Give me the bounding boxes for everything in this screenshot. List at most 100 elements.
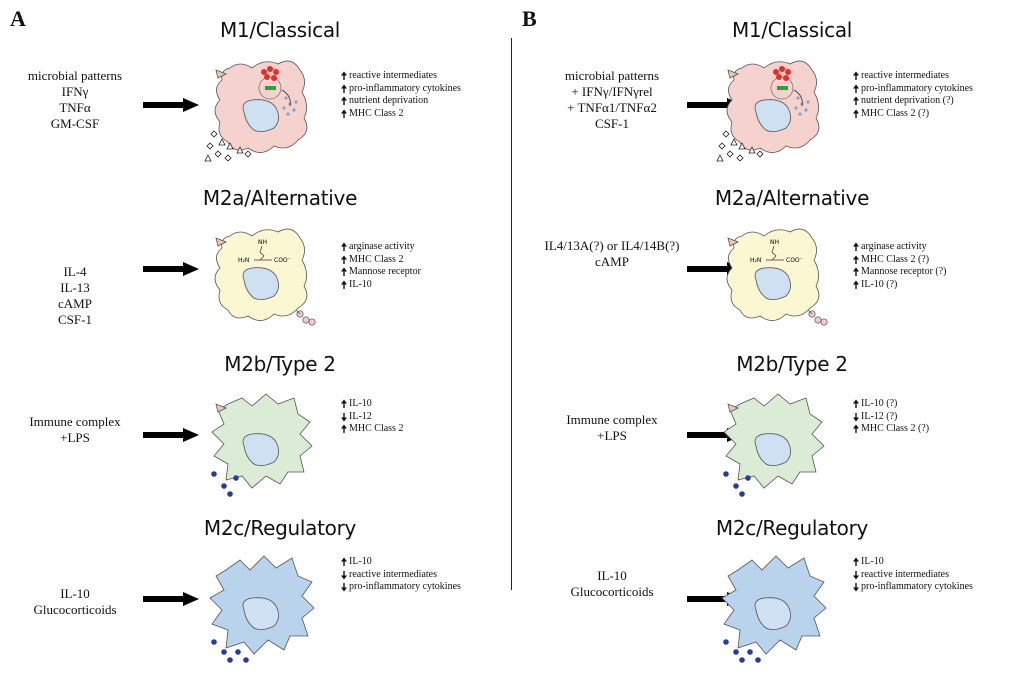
effect-label: MHC Class 2 (?) — [861, 253, 930, 265]
mannose-receptor-icon — [820, 318, 828, 326]
effect-label: IL-12 — [349, 410, 372, 422]
immune-complex-dot-icon — [739, 491, 745, 497]
molecule-coo-label: COO⁻ — [274, 257, 291, 264]
stimulus-label: cAMP — [58, 296, 92, 311]
effect-label: reactive intermediates — [349, 70, 438, 81]
stimulus-arrow — [143, 262, 199, 276]
immune-complex-dot-icon — [235, 649, 241, 655]
up-arrow-icon — [341, 71, 347, 81]
effect-item: MHC Class 2 (?) — [852, 108, 973, 121]
down-arrow-icon — [341, 583, 347, 592]
stimulus-label: GM-CSF — [50, 116, 100, 131]
effect-label: IL-10 (?) — [861, 278, 898, 290]
effect-item: IL-10 — [852, 556, 973, 569]
immune-complex-dot-icon — [227, 491, 233, 497]
stimulus-label: IL-4 — [63, 264, 87, 279]
pathogen-debris-icon — [226, 142, 234, 150]
effect-label: Mannose receptor — [349, 266, 421, 277]
effect-label: IL-10 — [861, 556, 884, 567]
panel-divider — [511, 38, 512, 590]
stimulus-label: IFNγ — [61, 84, 89, 99]
effect-label: nutrient deprivation — [349, 95, 429, 106]
section-title: M1/Classical — [731, 18, 853, 42]
effect-item: MHC Class 2 (?) — [852, 423, 929, 436]
red-dot-icon — [271, 75, 277, 81]
effect-item: IL-10 — [340, 279, 421, 292]
mannose-receptor-icon — [308, 318, 316, 326]
vesicle-icon — [292, 108, 296, 112]
effect-label: nutrient deprivation (?) — [861, 95, 954, 106]
effect-item: pro-inflammatory cytokines — [340, 581, 461, 594]
effect-item: IL-10 — [340, 398, 403, 411]
effect-label: reactive intermediates — [861, 70, 950, 81]
down-arrow-icon — [853, 570, 859, 580]
vesicle-icon — [796, 96, 800, 100]
stimuli-list: IL4/13A(?) or IL4/14B(?)cAMP — [512, 238, 712, 270]
green-bar-icon — [265, 86, 276, 90]
stimulus-label: IL-13 — [60, 280, 90, 295]
vesicle-icon — [294, 100, 298, 104]
panel-letter: A — [10, 6, 26, 31]
mannose-receptor-icon — [302, 316, 310, 324]
macrophage-m2c-icon — [721, 555, 827, 663]
effect-item: IL-10 (?) — [852, 279, 947, 292]
effect-label: IL-10 — [349, 556, 372, 567]
stimulus-label: CSF-1 — [595, 116, 629, 131]
pathogen-debris-icon — [218, 138, 226, 146]
up-arrow-icon — [853, 424, 859, 434]
red-dot-icon — [267, 66, 273, 72]
up-arrow-icon — [341, 280, 347, 289]
nucleus-icon — [242, 99, 279, 132]
immune-complex-dot-icon — [233, 475, 239, 481]
nucleus-icon — [242, 597, 279, 630]
molecule-h2n-label: H₂N — [750, 257, 761, 264]
effect-item: arginase activity — [340, 241, 421, 254]
up-arrow-icon — [853, 280, 859, 289]
immune-complex-dot-icon — [723, 471, 729, 477]
down-arrow-icon — [853, 412, 859, 422]
red-dot-icon — [779, 66, 785, 72]
stimulus-arrow — [143, 592, 199, 606]
molecule-nh-label: NH — [258, 239, 267, 246]
effect-label: IL-10 (?) — [861, 398, 898, 409]
effect-item: MHC Class 2 — [340, 108, 461, 121]
effect-item: pro-inflammatory cytokines — [852, 581, 973, 594]
macrophage-m1-icon — [716, 60, 820, 162]
stimulus-label: microbial patterns — [564, 68, 660, 83]
pathogen-debris-icon — [756, 150, 764, 158]
effect-label: IL-12 (?) — [861, 410, 898, 422]
green-bar-icon — [777, 86, 788, 90]
red-dot-icon — [783, 75, 789, 81]
effect-label: Mannose receptor (?) — [861, 266, 947, 277]
effect-label: MHC Class 2 (?) — [861, 107, 930, 119]
vesicle-icon — [284, 96, 288, 100]
up-arrow-icon — [853, 71, 859, 81]
effect-item: MHC Class 2 (?) — [852, 254, 947, 267]
stimulus-label: IL-10 — [60, 586, 90, 601]
receptor-icon — [215, 237, 227, 247]
immune-complex-dot-icon — [723, 639, 729, 645]
effect-item: IL-10 (?) — [852, 398, 929, 411]
red-dot-icon — [776, 74, 782, 80]
pathogen-debris-icon — [206, 142, 214, 150]
effect-label: MHC Class 2 — [349, 253, 404, 265]
section-title: M2b/Type 2 — [736, 352, 848, 376]
effect-item: MHC Class 2 — [340, 423, 403, 436]
up-arrow-icon — [853, 255, 859, 264]
section-title: M2a/Alternative — [202, 186, 358, 210]
molecule-h2n-label: H₂N — [238, 257, 249, 264]
effect-label: IL-10 — [349, 398, 372, 409]
immune-complex-dot-icon — [211, 471, 217, 477]
stimuli-list: Immune complex+LPS — [0, 414, 150, 446]
